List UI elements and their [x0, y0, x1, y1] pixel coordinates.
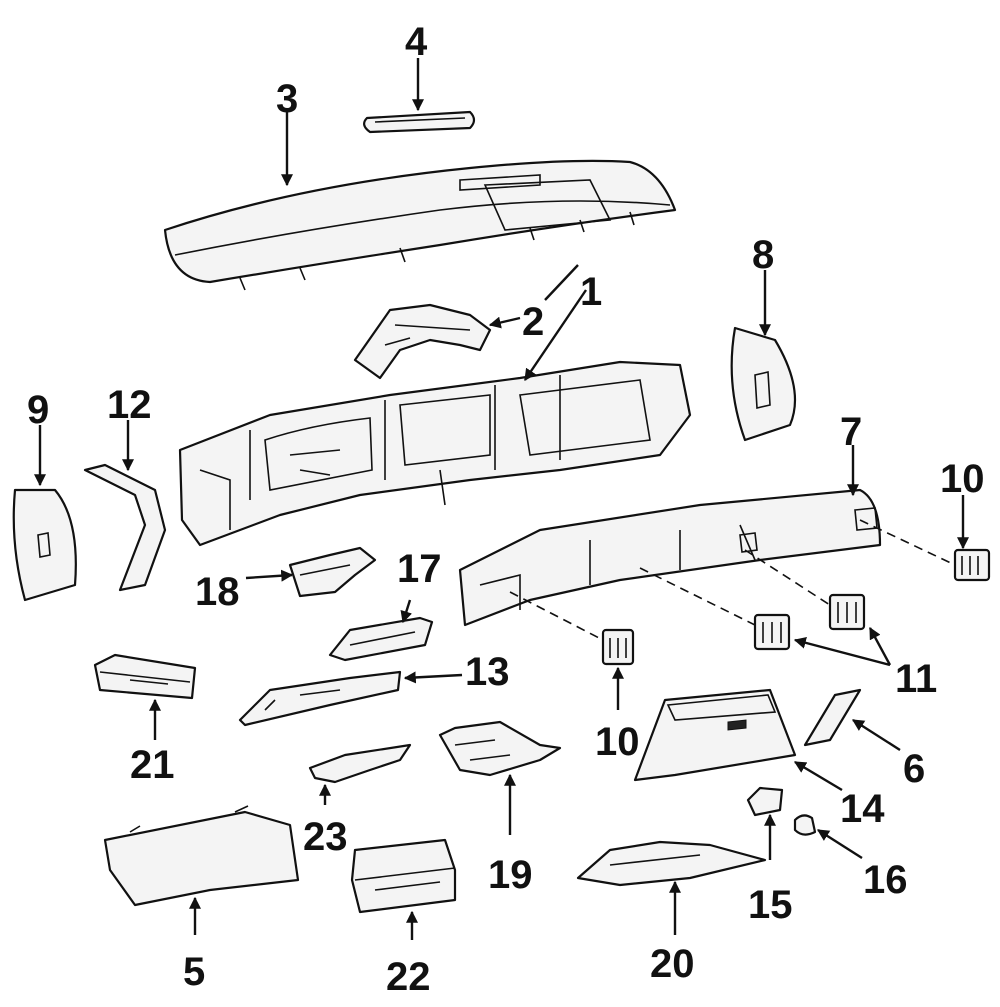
part-right-end-cap — [730, 326, 797, 442]
part-radio — [350, 838, 457, 914]
part-defroster-grille — [363, 110, 476, 134]
callout-19: 19 — [488, 853, 533, 897]
part-switch-panel — [93, 653, 197, 700]
part-reinforcement — [576, 840, 767, 887]
part-dash-pad — [163, 159, 677, 291]
callout-16: 16 — [863, 858, 908, 902]
callout-22: 22 — [386, 955, 431, 999]
callout-15: 15 — [748, 883, 793, 927]
vent-center-a — [753, 613, 791, 651]
part-lower-trim — [458, 488, 882, 627]
callout-23: 23 — [303, 815, 348, 859]
part-lower-cover — [103, 805, 300, 907]
part-knee-bracket — [328, 616, 434, 662]
callout-10-center: 10 — [595, 720, 640, 764]
part-bracket — [353, 303, 492, 380]
part-left-end-cap — [12, 488, 77, 602]
callout-2: 2 — [522, 300, 544, 344]
callout-21: 21 — [130, 743, 175, 787]
callout-4: 4 — [405, 20, 428, 64]
callout-10-right: 10 — [940, 457, 985, 501]
part-bumper — [793, 814, 817, 836]
part-knee-bolster — [238, 670, 402, 727]
callout-13: 13 — [465, 650, 510, 694]
callout-6: 6 — [903, 747, 925, 791]
part-duct — [288, 546, 377, 598]
callout-20: 20 — [650, 942, 695, 986]
part-glove-trim — [803, 688, 862, 747]
callout-1: 1 — [580, 270, 602, 314]
part-left-bezel — [83, 463, 167, 592]
part-glove-box — [633, 688, 797, 782]
alignment-lines — [509, 519, 956, 641]
part-console-bracket — [438, 720, 562, 777]
callout-14: 14 — [840, 787, 885, 831]
callout-12: 12 — [107, 383, 152, 427]
vent-right — [953, 548, 991, 582]
callout-9: 9 — [27, 388, 49, 432]
part-instrument-panel — [178, 360, 692, 547]
callout-8: 8 — [752, 233, 774, 277]
callout-3: 3 — [276, 77, 298, 121]
callout-7: 7 — [840, 410, 862, 454]
part-small-bracket — [308, 743, 412, 784]
callout-11: 11 — [895, 657, 937, 701]
callout-18: 18 — [195, 570, 240, 614]
part-latch — [746, 786, 784, 817]
leader-lines — [34, 58, 969, 940]
callout-5: 5 — [183, 950, 205, 994]
callout-17: 17 — [397, 547, 442, 591]
vent-center-b — [828, 593, 866, 631]
vent-center-left — [601, 628, 635, 666]
